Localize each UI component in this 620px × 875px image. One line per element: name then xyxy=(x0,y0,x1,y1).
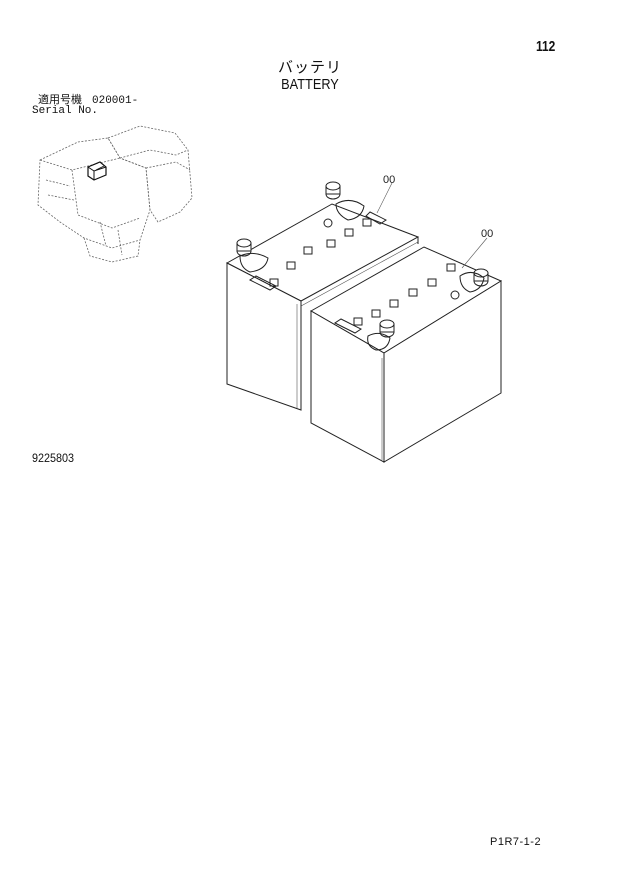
callout-leader-1 xyxy=(376,182,393,214)
terminal-post-icon xyxy=(236,238,269,273)
serial-value: 020001- xyxy=(92,95,139,107)
page-title-japanese: バッテリ xyxy=(277,59,342,76)
battery-rear xyxy=(225,181,420,411)
serial-number-block: 適用号機 020001- Serial No. xyxy=(32,95,139,117)
callout-label-1: 00 xyxy=(383,174,395,186)
terminal-post-icon xyxy=(367,319,395,351)
callout-label-2: 00 xyxy=(481,228,493,240)
footer-code: P1R7-1-2 xyxy=(490,836,542,848)
vent-cap-icon xyxy=(269,218,372,287)
serial-label-english: Serial No. xyxy=(32,105,99,117)
page-title-english: BATTERY xyxy=(281,76,339,93)
serial-label-japanese: 適用号機 xyxy=(38,95,82,107)
drawing-number: 9225803 xyxy=(32,451,75,465)
callout-leader-2 xyxy=(461,237,488,269)
vent-cap-icon xyxy=(353,263,456,326)
battery-front xyxy=(309,246,503,463)
terminal-post-icon xyxy=(325,181,365,221)
excavator-outline-icon xyxy=(37,125,193,263)
terminal-post-icon xyxy=(459,268,489,293)
page-number: 112 xyxy=(536,38,556,55)
battery-location-marker-icon xyxy=(87,161,107,181)
